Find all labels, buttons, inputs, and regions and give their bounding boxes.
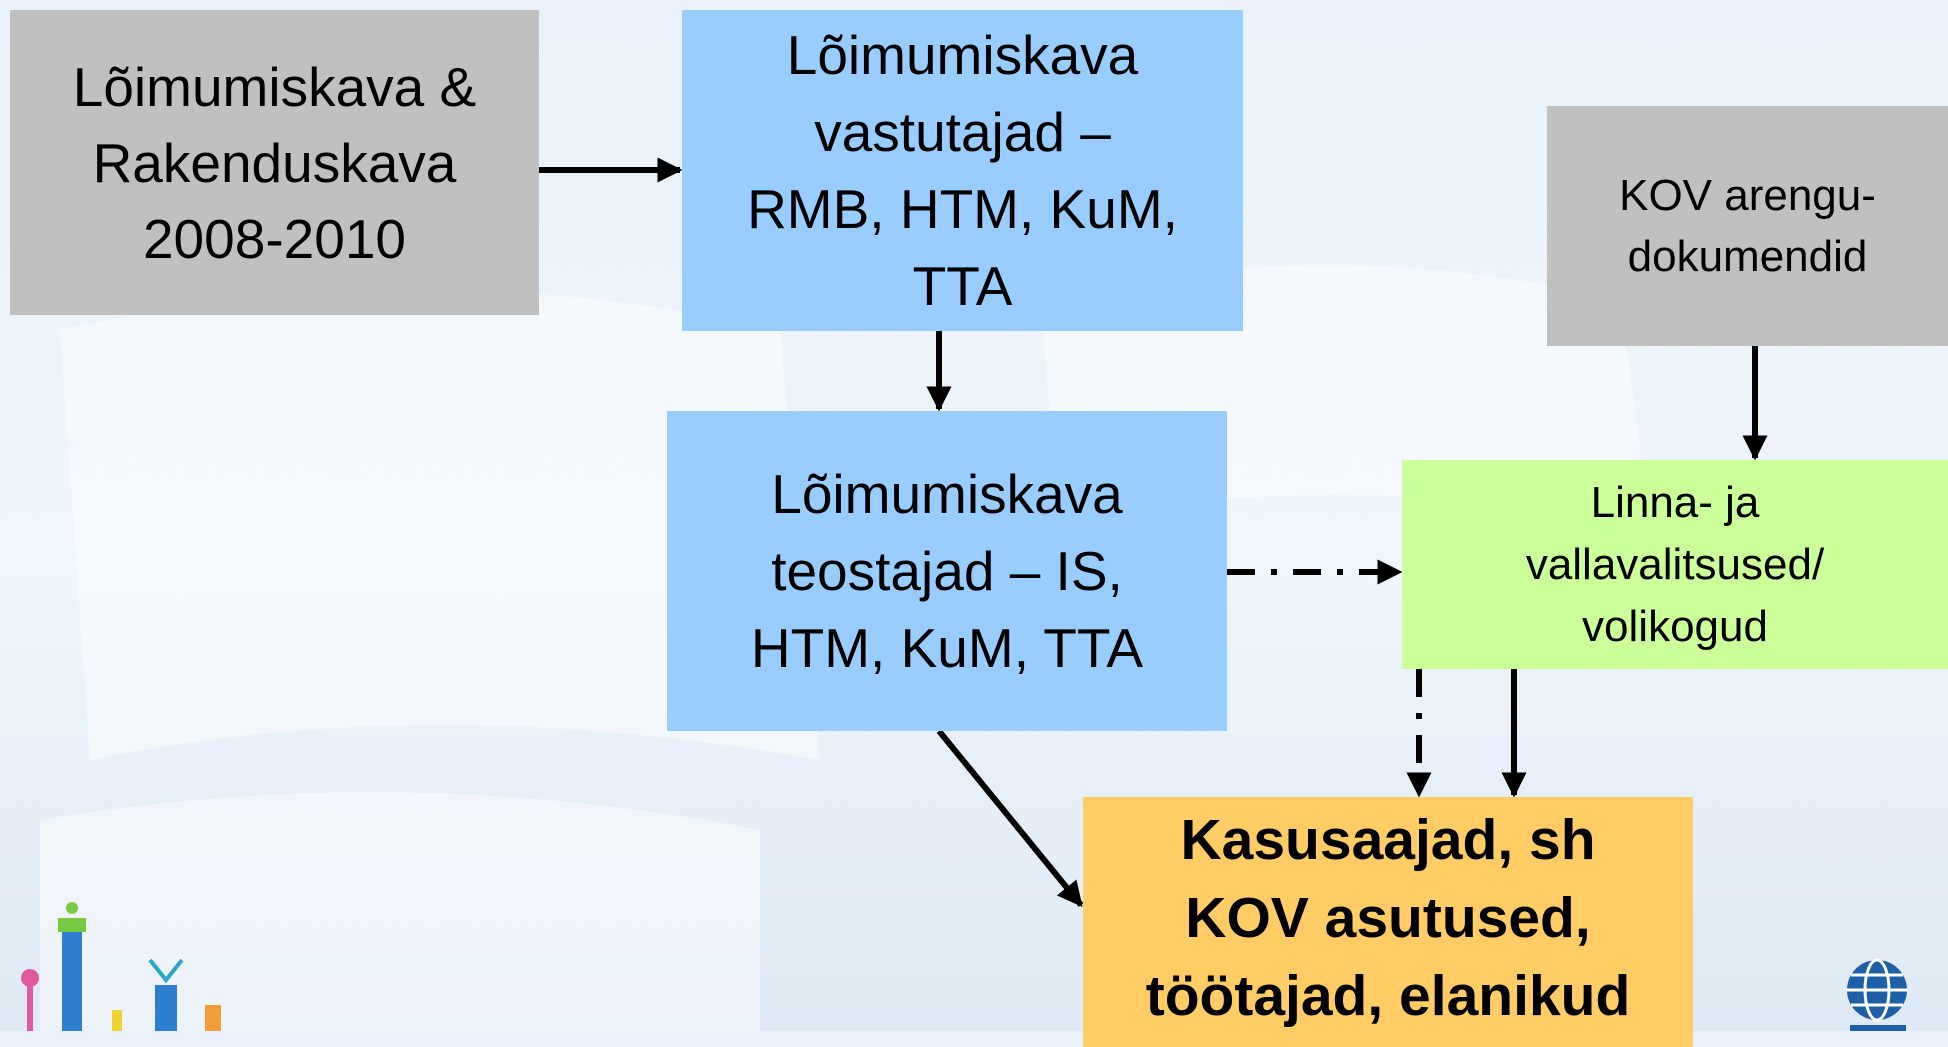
arrow-implementers-to-beneficiaries <box>936 729 1084 907</box>
node-integration-plan: Lõimumiskava & Rakenduskava 2008-2010 <box>10 10 539 315</box>
globe-logo-icon <box>1847 958 1907 1031</box>
node-local-governments-label: Linna- ja vallavalitsused/ volikogud <box>1525 477 1825 651</box>
node-plan-implementers-label: Lõimumiskava teostajad – IS, HTM, KuM, T… <box>750 462 1144 679</box>
candles-logo-icon <box>21 902 221 1031</box>
node-integration-plan-label: Lõimumiskava & Rakenduskava 2008-2010 <box>72 55 477 270</box>
node-kov-documents: KOV arengu- dokumendid <box>1547 106 1948 346</box>
node-kov-documents-label: KOV arengu- dokumendid <box>1619 171 1876 281</box>
node-plan-responsibles-label: Lõimumiskava vastutajad – RMB, HTM, KuM,… <box>747 23 1178 317</box>
node-beneficiaries-label: Kasusaajad, sh KOV asutused, töötajad, e… <box>1145 808 1631 1028</box>
node-plan-responsibles: Lõimumiskava vastutajad – RMB, HTM, KuM,… <box>682 10 1243 331</box>
node-beneficiaries: Kasusaajad, sh KOV asutused, töötajad, e… <box>1083 797 1693 1047</box>
node-local-governments: Linna- ja vallavalitsused/ volikogud <box>1402 460 1948 669</box>
node-plan-implementers: Lõimumiskava teostajad – IS, HTM, KuM, T… <box>667 411 1227 731</box>
